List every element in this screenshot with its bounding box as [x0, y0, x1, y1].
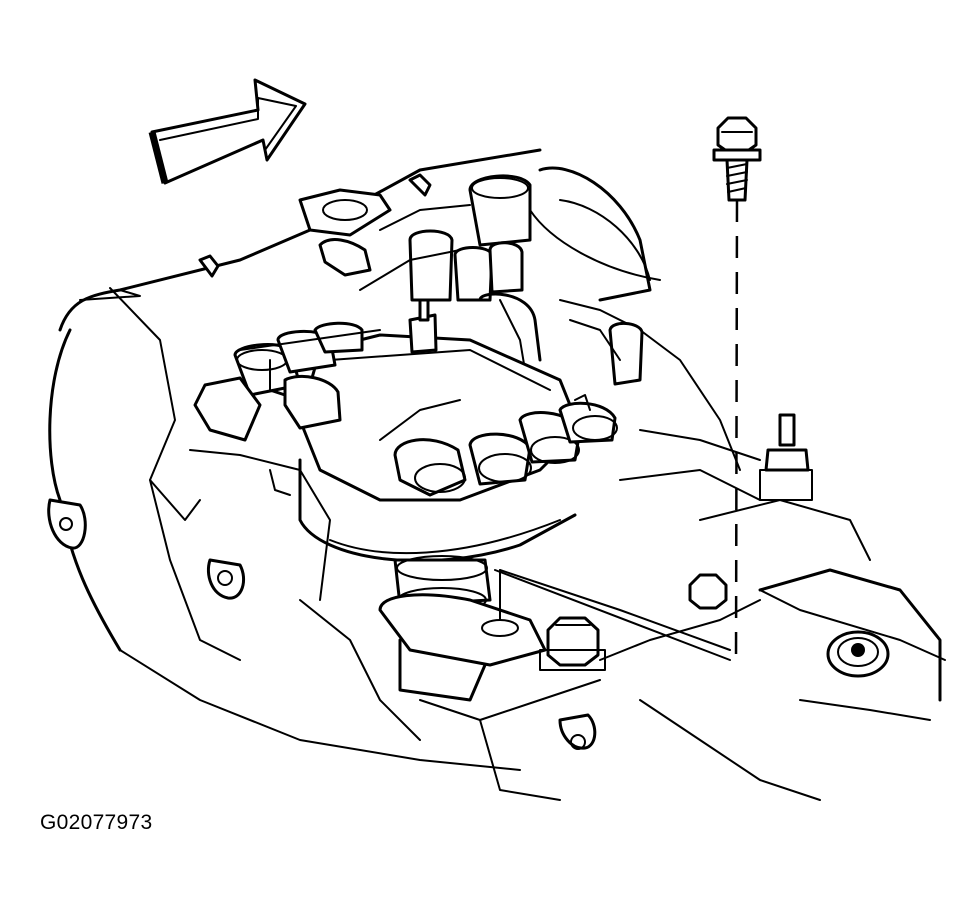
locator-lines: [494, 569, 731, 661]
manifold-stud: [759, 413, 813, 501]
transaxle-case: [599, 469, 946, 801]
engine-block: [47, 148, 601, 801]
mounting-bolt: [712, 116, 762, 666]
hold-down-bolt: [539, 573, 728, 671]
spark-plug-boots: [193, 321, 618, 497]
drain-plug: [826, 630, 890, 678]
direction-arrow: [148, 78, 307, 185]
intake-manifold: [198, 166, 761, 471]
distributor-housing: [298, 458, 731, 702]
figure-id-label: G02077973: [40, 811, 153, 834]
